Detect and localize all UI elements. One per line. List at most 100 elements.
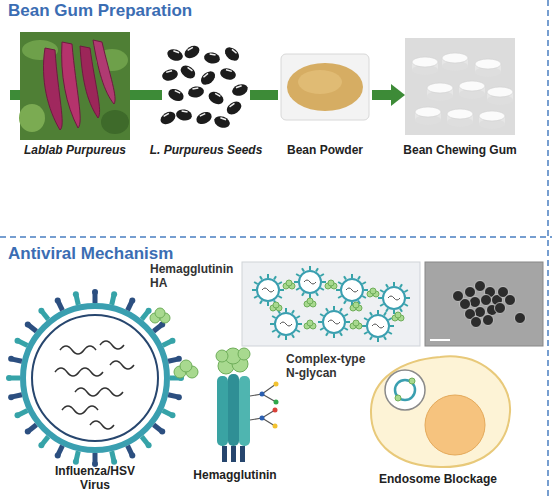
mini-spike — [296, 274, 299, 276]
em-particle — [515, 313, 526, 324]
mini-rna — [304, 280, 316, 284]
seed-hilum — [175, 91, 180, 94]
mini-spike — [267, 274, 269, 278]
mini-spike — [384, 336, 386, 339]
mini-rna — [328, 320, 340, 324]
seed-body — [182, 43, 201, 61]
mini-membrane — [275, 313, 297, 335]
seed — [187, 85, 205, 99]
mini-spike — [252, 289, 256, 291]
caption: Bean Powder — [248, 143, 402, 157]
seed — [198, 69, 217, 88]
mini-virus — [378, 282, 410, 314]
spike-head — [55, 452, 61, 458]
lectin-lobe — [307, 298, 313, 304]
flow-arrow — [372, 84, 405, 106]
bean-lectin — [270, 302, 282, 311]
image-panel: Bean Chewing Gum — [405, 38, 515, 157]
mini-spike — [296, 330, 299, 332]
mini-spike — [260, 276, 262, 279]
mini-membrane — [299, 271, 321, 293]
mini-spike — [364, 289, 368, 291]
gum-photo — [405, 38, 515, 135]
seed-hilum — [192, 88, 198, 89]
mini-spike — [316, 268, 318, 271]
mini-rna — [346, 288, 358, 292]
virus-figure: Influenza/HSV Virus — [45, 290, 145, 492]
lectin-lobe — [273, 302, 279, 308]
mini-spike — [302, 292, 304, 295]
seed-hilum — [215, 93, 220, 96]
flow-arrow — [130, 95, 162, 96]
section-divider — [0, 236, 552, 238]
bean-lectin — [367, 288, 379, 297]
spike-head — [15, 338, 21, 344]
lectin-lobe — [328, 280, 334, 286]
seed-body — [213, 114, 232, 130]
arrow-shaft — [372, 90, 392, 100]
mini-spike — [320, 328, 323, 330]
seed-body — [166, 47, 185, 63]
part-label: Hemagglutinin HA — [150, 262, 238, 290]
mini-spike — [322, 281, 326, 283]
mini-spike — [380, 290, 383, 292]
tablet-top — [475, 59, 501, 69]
seed-hilum — [166, 71, 172, 73]
mini-virus — [336, 274, 368, 306]
caption: L. Purpureus Seeds — [132, 143, 280, 157]
mini-spike — [364, 332, 367, 334]
caption: Endosome Blockage — [360, 472, 516, 486]
seed — [206, 89, 225, 107]
mini-virus — [294, 266, 326, 298]
endosome-cell — [371, 356, 510, 467]
seed-hilum — [232, 49, 237, 53]
mini-rna — [262, 288, 274, 292]
seed — [161, 68, 179, 83]
mini-spike — [320, 314, 323, 316]
mini-rna — [388, 296, 400, 300]
mini-spike — [370, 336, 372, 339]
seed-hilum — [164, 113, 169, 116]
section-heading: Antiviral Mechanism — [8, 244, 173, 264]
seed-hilum — [188, 67, 193, 70]
spike-head — [73, 459, 79, 465]
mini-spike — [404, 290, 407, 292]
mini-spike — [278, 282, 281, 284]
seed-body — [166, 87, 185, 104]
mini-spike — [292, 334, 294, 337]
mini-spike — [358, 276, 360, 279]
bean-lectin — [150, 308, 170, 323]
mini-spike — [320, 274, 323, 276]
lectin-lobe — [395, 312, 401, 318]
gum-tablet — [415, 107, 441, 125]
spike-head — [129, 298, 135, 304]
mini-spike — [344, 300, 346, 303]
mini-spike — [272, 316, 275, 318]
mini-spike — [388, 318, 391, 320]
mini-spike — [338, 282, 341, 284]
image-panel: Bean Powder — [278, 40, 372, 157]
lectin-lobe — [286, 280, 292, 286]
seed-hilum — [173, 51, 179, 53]
lectin-lobe — [155, 308, 165, 318]
seed-hilum — [220, 118, 226, 120]
mini-spike — [386, 308, 388, 311]
em-particle — [453, 291, 464, 302]
mini-membrane — [367, 315, 389, 337]
seeds-photo — [158, 40, 250, 135]
mini-spike — [386, 284, 388, 287]
spike-head — [15, 412, 21, 418]
mini-spike — [292, 310, 294, 313]
mini-spike — [270, 323, 274, 325]
arrow-shaft — [130, 90, 162, 100]
lablab-photo — [19, 32, 130, 140]
mini-spike — [296, 316, 299, 318]
seed-hilum — [200, 114, 205, 117]
tablet-top — [479, 111, 505, 121]
mini-spike — [260, 300, 262, 303]
mini-spike — [393, 310, 395, 314]
mini-spike — [351, 274, 353, 278]
mini-spike — [326, 332, 328, 335]
mini-membrane — [323, 311, 345, 333]
tablet-top — [487, 87, 513, 97]
